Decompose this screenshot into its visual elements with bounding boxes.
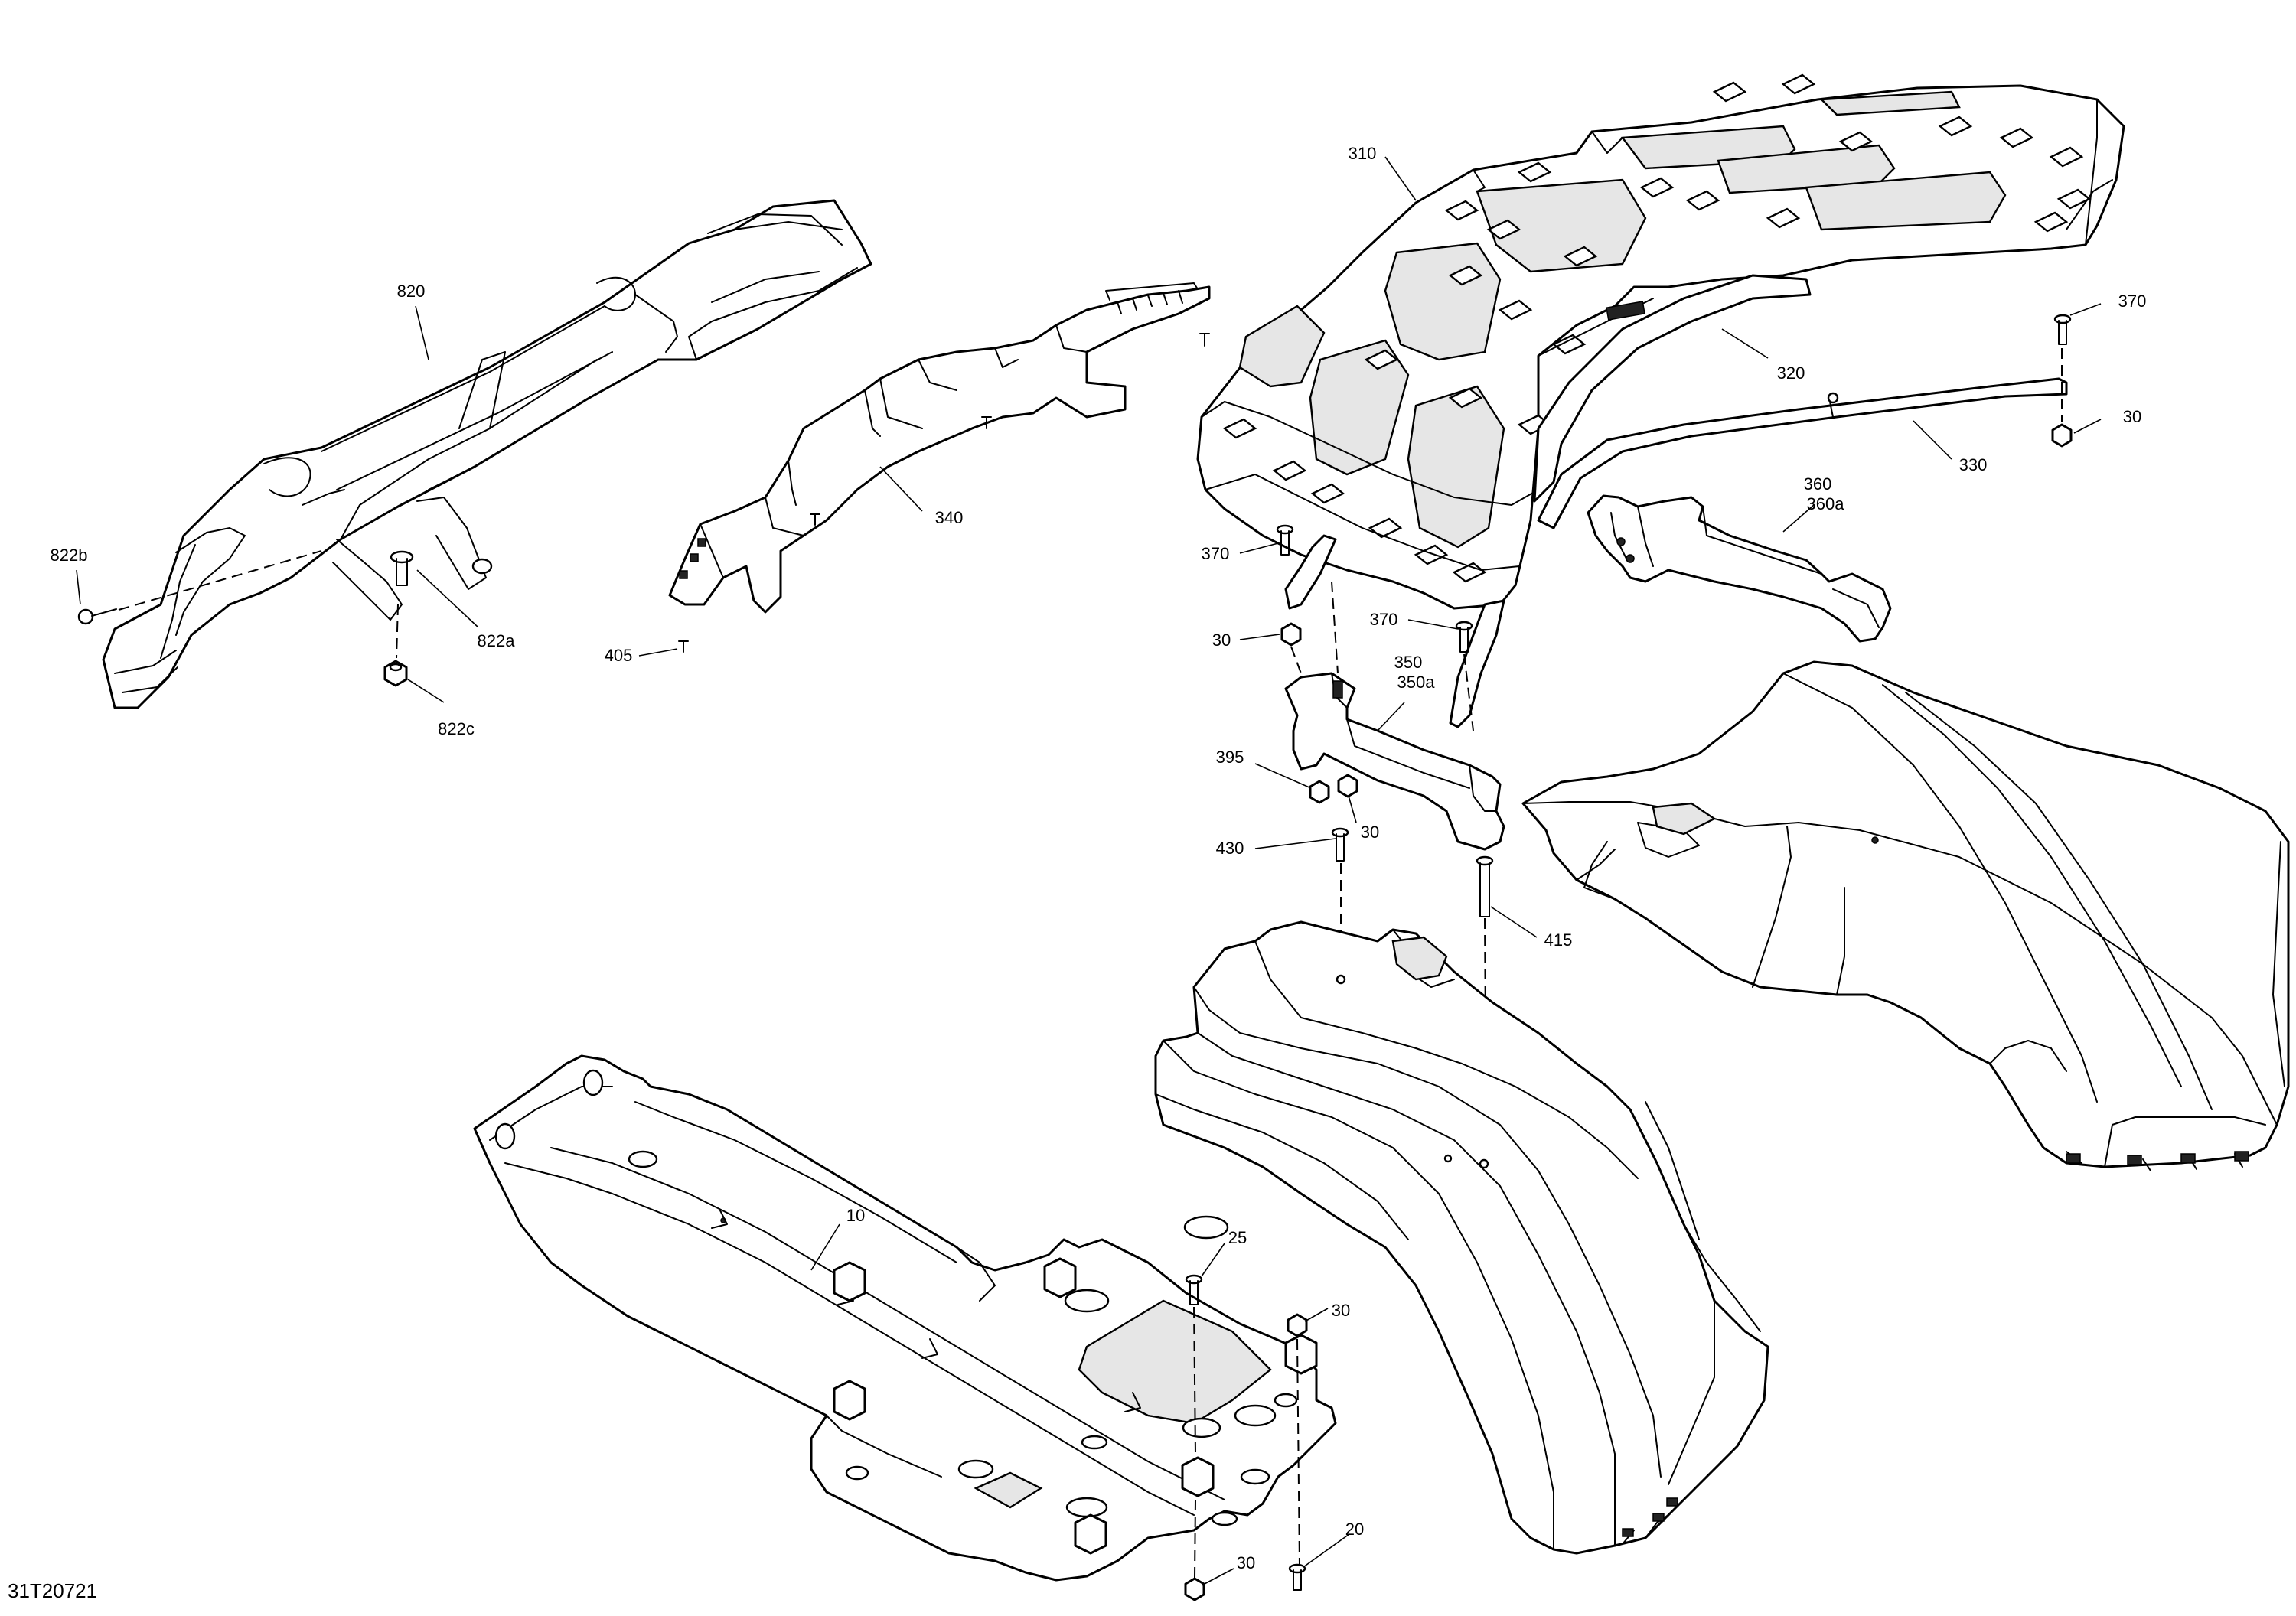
rack-slots: [1222, 73, 2092, 583]
part-820-rear-frame: [102, 199, 872, 709]
callout-405: 405: [605, 646, 633, 665]
rack-legs: [1284, 534, 1505, 728]
callout-430: 430: [1216, 839, 1244, 858]
fastener-30-bottom: [1184, 1577, 1205, 1601]
drawing-reference-code: 31T20721: [8, 1579, 97, 1602]
fastener-415: [1476, 855, 1494, 917]
callout-395: 395: [1216, 748, 1244, 767]
part-822c-nut: [383, 660, 408, 687]
callout-25: 25: [1228, 1228, 1247, 1247]
part-822a-bolt: [390, 550, 414, 586]
callout-350: 350: [1394, 653, 1423, 672]
fastener-370-mid: [1455, 621, 1473, 653]
fastener-430: [1331, 827, 1349, 862]
callout-415: 415: [1544, 930, 1573, 950]
part-340-screws: [678, 333, 1210, 653]
callout-370-left: 370: [1202, 544, 1230, 563]
callout-330: 330: [1959, 455, 1988, 474]
fastener-30-right: [2051, 423, 2073, 448]
callout-30-left: 30: [1212, 630, 1231, 650]
callout-310: 310: [1349, 144, 1377, 163]
callout-340: 340: [935, 508, 964, 527]
callout-30-bottom: 30: [1237, 1553, 1255, 1572]
assembly-lines-plate: [1193, 1306, 1300, 1579]
part-340-bracket: [668, 282, 1211, 614]
fastener-370-right: [2053, 314, 2072, 345]
fastener-30-plate: [1287, 1313, 1308, 1337]
part-330-side-rail: [1537, 377, 2068, 529]
assembly-line-822c: [396, 604, 399, 659]
callout-822a: 822a: [478, 631, 516, 650]
callout-labels: 820 822b 822a 822c 340 405 310 320 330 3…: [51, 144, 2147, 1572]
callout-30-mid: 30: [1361, 823, 1379, 842]
fastener-20: [1288, 1563, 1306, 1591]
fastener-370-left: [1276, 524, 1294, 556]
fastener-30-left: [1280, 622, 1302, 647]
part-310-rear-rack: [1196, 73, 2125, 610]
callout-360a: 360a: [1807, 494, 1845, 513]
fastener-395: [1309, 780, 1330, 804]
part-350-support: [1284, 672, 1505, 851]
part-822b-bolt: [77, 608, 117, 625]
part-left-rear-fender: [1154, 920, 1769, 1555]
callout-370-right: 370: [2118, 292, 2147, 311]
callout-320: 320: [1777, 363, 1805, 383]
callout-10: 10: [846, 1206, 865, 1225]
callout-20: 20: [1345, 1520, 1364, 1539]
part-10-skid-plate: [473, 1054, 1337, 1582]
callout-360: 360: [1804, 474, 1832, 494]
assembly-line-822b: [118, 550, 322, 611]
callout-30-plate: 30: [1332, 1301, 1350, 1320]
callout-370-mid: 370: [1370, 610, 1398, 629]
callout-leaders: [76, 156, 2102, 1586]
fastener-30-mid: [1337, 774, 1358, 798]
callout-30-right: 30: [2123, 407, 2141, 426]
callout-350a: 350a: [1397, 673, 1436, 692]
callout-822b: 822b: [51, 546, 88, 565]
callout-820: 820: [397, 282, 426, 301]
part-320-rail: [1533, 274, 1812, 503]
fastener-25: [1185, 1274, 1203, 1305]
part-right-rear-fender: [1521, 660, 2290, 1171]
part-360-support: [1587, 494, 1892, 643]
callout-822c: 822c: [438, 719, 475, 738]
